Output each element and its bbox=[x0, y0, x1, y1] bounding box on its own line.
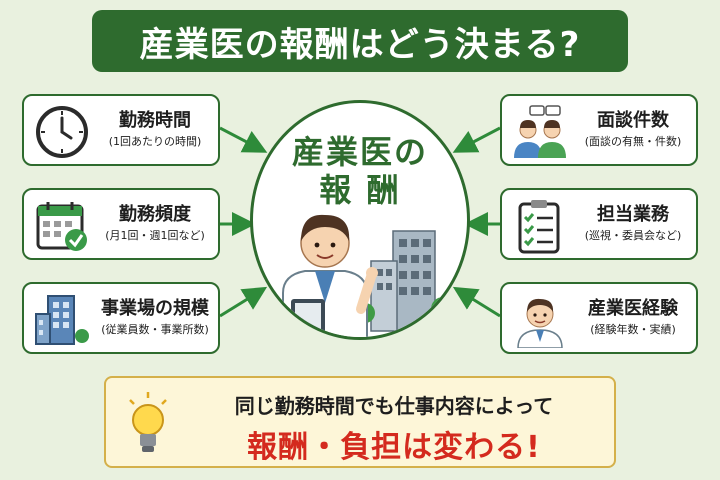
factor-title: 面談件数 bbox=[597, 110, 669, 131]
factor-subtitle: (面談の有無・件数) bbox=[584, 135, 682, 148]
center-circle: 産業医の 報 酬 bbox=[250, 100, 470, 340]
factor-card-experience: 産業医経験 (経験年数・実績) bbox=[500, 282, 698, 354]
factor-subtitle: (従業員数・事業所数) bbox=[101, 323, 209, 336]
summary-note-box: 同じ勤務時間でも仕事内容によって 報酬・負担は変わる! bbox=[104, 376, 616, 468]
factor-card-work-frequency: 勤務頻度 (月1回・週1回など) bbox=[22, 188, 220, 260]
lightbulb-icon bbox=[129, 392, 167, 452]
factor-title: 勤務頻度 bbox=[119, 204, 191, 225]
doctor-icon bbox=[282, 214, 378, 337]
doctor-portrait-icon bbox=[517, 298, 563, 348]
factor-card-interview-count: 面談件数 (面談の有無・件数) bbox=[500, 94, 698, 166]
page-title: 産業医の報酬はどう決まる? bbox=[139, 24, 581, 65]
factor-subtitle: (経験年数・実績) bbox=[590, 323, 676, 336]
factor-subtitle: (1回あたりの時間) bbox=[108, 135, 202, 148]
factor-card-assigned-duties: 担当業務 (巡視・委員会など) bbox=[500, 188, 698, 260]
calendar-icon bbox=[36, 202, 87, 251]
factor-title: 担当業務 bbox=[597, 204, 669, 225]
center-title-line1: 産業医の bbox=[291, 133, 428, 171]
clipboard-checklist-icon bbox=[518, 200, 560, 254]
factor-card-work-hours: 勤務時間 (1回あたりの時間) bbox=[22, 94, 220, 166]
office-building-icon bbox=[35, 295, 89, 345]
title-banner: 産業医の報酬はどう決まる? bbox=[92, 10, 628, 72]
factor-title: 産業医経験 bbox=[588, 298, 678, 319]
factor-subtitle: (巡視・委員会など) bbox=[584, 229, 682, 242]
two-people-talking-icon bbox=[514, 105, 566, 158]
doctor-with-building-illustration bbox=[282, 214, 455, 337]
factor-card-workplace-size: 事業場の規模 (従業員数・事業所数) bbox=[22, 282, 220, 354]
clock-icon bbox=[36, 106, 88, 158]
summary-line2: 報酬・負担は変わる! bbox=[247, 430, 541, 465]
factor-title: 勤務時間 bbox=[119, 110, 191, 131]
center-title: 産業医の 報 酬 bbox=[253, 133, 467, 209]
factor-subtitle: (月1回・週1回など) bbox=[105, 229, 205, 242]
summary-line1: 同じ勤務時間でも仕事内容によって bbox=[234, 394, 554, 418]
center-title-line2: 報 酬 bbox=[319, 171, 401, 209]
factor-title: 事業場の規模 bbox=[101, 298, 209, 319]
